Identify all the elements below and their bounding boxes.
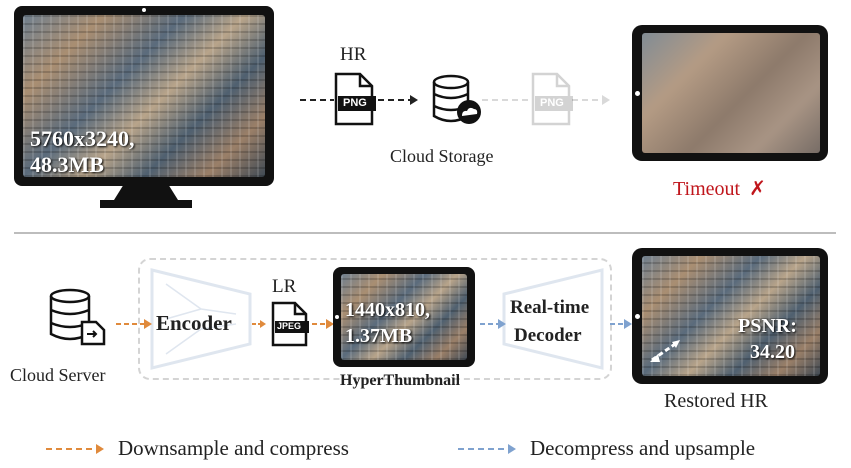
- png-file-faded-icon: PNG: [529, 72, 573, 126]
- cloud-storage-label: Cloud Storage: [390, 146, 494, 166]
- decoder-label-line1: Real-time: [510, 297, 590, 318]
- psnr-line1: PSNR:: [738, 315, 797, 337]
- source-size-line1: 5760x3240,: [30, 126, 135, 151]
- legend-orange-arrow: [46, 444, 104, 454]
- cloud-server-icon: [49, 288, 106, 346]
- top-flow-arrows: [300, 95, 610, 105]
- restored-city-image: [642, 256, 820, 376]
- png-faded-label: PNG: [540, 97, 564, 109]
- hyperthumbnail-tablet: [333, 267, 475, 367]
- jpeg-file-icon: JPEG: [270, 301, 310, 347]
- hr-label: HR: [340, 44, 367, 65]
- jpeg-label: JPEG: [277, 321, 302, 331]
- encoder-network-graphic: [150, 268, 252, 370]
- cloud-storage-icon: [432, 74, 481, 124]
- encoder-label: Encoder: [156, 311, 232, 335]
- thumb-size-line1: 1440x810,: [345, 299, 430, 321]
- png-label: PNG: [343, 97, 367, 109]
- png-file-icon: PNG: [332, 72, 376, 126]
- swipe-arrow-icon: [650, 340, 680, 362]
- codec-dashed-box: [138, 258, 612, 380]
- blurred-city-image: [642, 33, 820, 153]
- thumb-size-line2: 1.37MB: [345, 325, 413, 347]
- thumbnail-city-image: [341, 274, 467, 360]
- desktop-monitor: 5760x3240, 48.3MB: [14, 6, 274, 208]
- legend-blue-text: Decompress and upsample: [530, 436, 756, 460]
- section-divider: [14, 232, 836, 234]
- blue-arrows: [480, 319, 632, 329]
- psnr-line2: 34.20: [750, 341, 795, 363]
- source-size-line2: 48.3MB: [30, 152, 104, 177]
- cloud-server-label: Cloud Server: [10, 365, 106, 385]
- timeout-label: Timeout ✗: [673, 176, 766, 200]
- hr-city-image: [23, 15, 265, 177]
- legend-blue-arrow: [458, 444, 516, 454]
- hyperthumbnail-label: HyperThumbnail: [340, 372, 461, 389]
- lr-label: LR: [272, 276, 297, 297]
- timeout-x-icon: ✗: [749, 176, 766, 200]
- orange-arrows: [116, 319, 334, 329]
- tablet-restored: [632, 248, 828, 384]
- decoder-network-graphic: [502, 268, 604, 370]
- tablet-blurred: [632, 25, 828, 161]
- restored-hr-label: Restored HR: [664, 390, 768, 412]
- monitor-stand: [100, 184, 192, 208]
- legend-orange-text: Downsample and compress: [118, 436, 349, 460]
- decoder-label-line2: Decoder: [514, 325, 582, 346]
